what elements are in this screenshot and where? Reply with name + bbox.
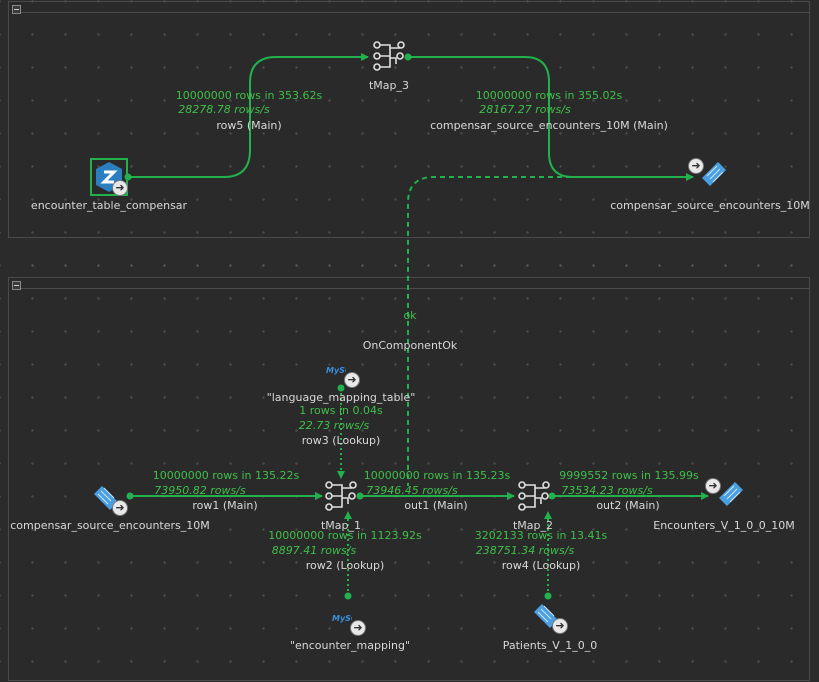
compensar-input-component[interactable]: ➜ — [92, 482, 130, 516]
mysql-icon: MySQL — [332, 614, 352, 623]
link-label[interactable]: row5 (Main) — [216, 119, 282, 132]
link-stats-rows: 10000000 rows in 1123.92s — [268, 529, 422, 542]
run-icon[interactable]: ➜ — [705, 478, 721, 494]
encounter-mapping-component[interactable]: MySQL ➜ — [332, 612, 368, 638]
link-stats-rows: 10000000 rows in 353.62s — [175, 89, 323, 102]
component-label: encounter_table_compensar — [30, 199, 188, 212]
tmap-icon — [518, 481, 550, 511]
tmap-icon — [373, 41, 405, 71]
component-label: "encounter_mapping" — [289, 639, 411, 652]
link-label[interactable]: row1 (Main) — [192, 499, 258, 512]
link-label[interactable]: out1 (Main) — [404, 499, 468, 512]
link-stats-rows: 9999552 rows in 135.99s — [559, 469, 699, 482]
mysql-icon: MySQL — [326, 366, 346, 375]
link-stats-rate: 238751.34 rows/s — [475, 544, 575, 557]
encounter-table-compensar-component[interactable]: ➜ — [90, 158, 128, 196]
link-stats-rate: 28167.27 rows/s — [479, 103, 571, 116]
link-stats-rate: 73946.45 rows/s — [366, 484, 458, 497]
run-icon[interactable]: ➜ — [344, 372, 360, 388]
link-stats-rate: 73534.23 rows/s — [561, 484, 653, 497]
language-mapping-component[interactable]: MySQL ➜ — [326, 364, 362, 390]
link-stats-rows: 1 rows in 0.04s — [299, 404, 383, 417]
link-stats-rows: 10000000 rows in 355.02s — [475, 89, 623, 102]
tmap1-component[interactable] — [322, 480, 358, 514]
link-label[interactable]: out2 (Main) — [596, 499, 660, 512]
link-stats-rate: 28278.78 rows/s — [178, 103, 270, 116]
component-label: compensar_source_encounters_10M — [10, 519, 210, 532]
run-icon[interactable]: ➜ — [112, 500, 128, 516]
delimited-file-icon — [702, 162, 726, 186]
tmap-icon — [325, 481, 357, 511]
link-label[interactable]: row2 (Lookup) — [305, 559, 385, 572]
link-stats-rows: 3202133 rows in 13.41s — [474, 529, 608, 542]
subjob-title-bar — [21, 12, 809, 13]
link-stats-rows: 10000000 rows in 135.22s — [152, 469, 300, 482]
component-label: Encounters_V_1_0_0_10M — [653, 519, 795, 532]
link-label[interactable]: compensar_source_encounters_10M (Main) — [430, 119, 668, 132]
run-icon[interactable]: ➜ — [688, 158, 704, 174]
patients-input-component[interactable]: ➜ — [532, 600, 570, 634]
link-compensar-main[interactable] — [408, 56, 694, 181]
link-label[interactable]: OnComponentOk — [362, 339, 458, 352]
run-icon[interactable]: ➜ — [112, 180, 128, 196]
link-label[interactable]: row3 (Lookup) — [301, 434, 381, 447]
collapse-icon[interactable] — [12, 281, 21, 290]
tmap3-component[interactable] — [370, 40, 406, 74]
compensar-output-component[interactable]: ➜ — [688, 158, 726, 190]
run-icon[interactable]: ➜ — [552, 618, 568, 634]
run-icon[interactable]: ➜ — [350, 620, 366, 636]
component-label: tMap_2 — [512, 519, 554, 532]
link-stats-rate: 73950.82 rows/s — [154, 484, 246, 497]
component-label: compensar_source_encounters_10M — [610, 199, 810, 212]
link-stats-rows: 10000000 rows in 135.23s — [363, 469, 511, 482]
component-label: tMap_1 — [320, 519, 362, 532]
component-label: "language_mapping_table" — [266, 391, 416, 404]
delimited-file-icon — [719, 482, 743, 506]
link-label[interactable]: row4 (Lookup) — [501, 559, 581, 572]
component-label: tMap_3 — [368, 79, 410, 92]
link-row5[interactable] — [128, 53, 369, 178]
link-oncomponentok[interactable] — [407, 176, 580, 486]
subjob-title-bar — [21, 288, 809, 289]
link-stats-rate: 22.73 rows/s — [298, 419, 370, 432]
collapse-icon[interactable] — [12, 5, 21, 14]
encounters-output-component[interactable]: ➜ — [705, 478, 743, 510]
link-trigger-tag: ok — [403, 309, 417, 322]
component-label: Patients_V_1_0_0 — [502, 639, 598, 652]
link-stats-rate: 8897.41 rows/s — [271, 544, 357, 557]
tmap2-component[interactable] — [515, 480, 551, 514]
